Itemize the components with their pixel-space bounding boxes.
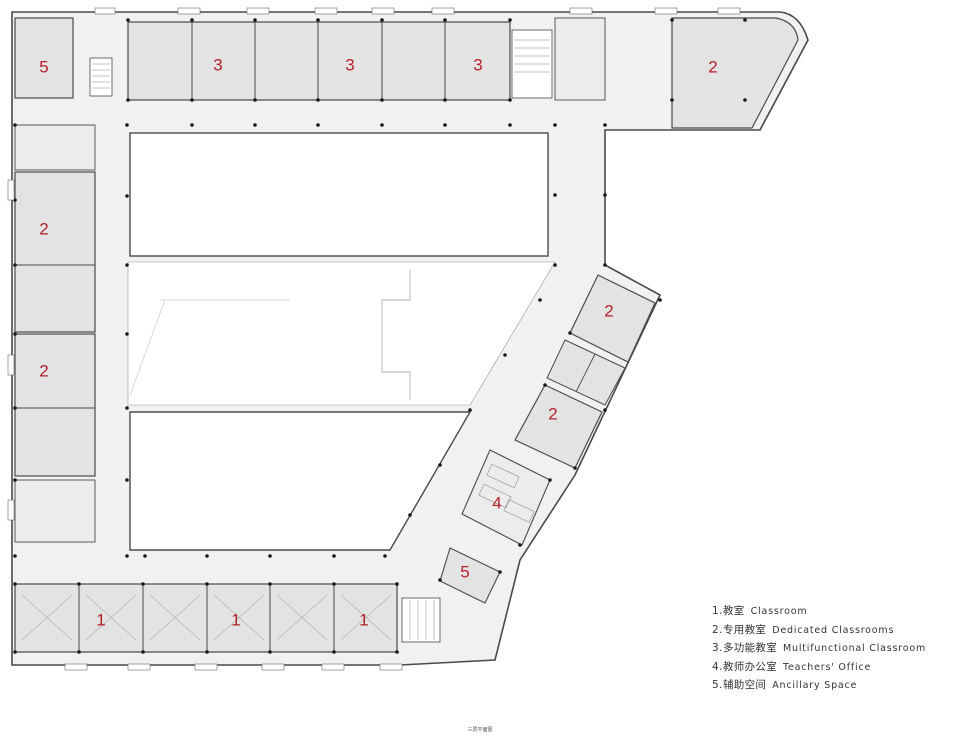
room-label-ne-dedicated: 2 (708, 57, 717, 76)
legend-item: 1.教室 Classroom (712, 602, 957, 621)
room-label-north-3: 3 (473, 55, 482, 74)
room-label-west-2: 2 (39, 361, 48, 380)
room-west-2 (14, 333, 96, 477)
legend-num: 2. (712, 623, 723, 636)
stair-nw-treads (92, 63, 110, 89)
courtyard-north (129, 132, 549, 257)
room-diag-ancillary (439, 547, 501, 604)
room-nw-ancillary (14, 17, 74, 99)
legend-item: 4.教师办公室 Teachers' Office (712, 658, 957, 677)
room-label-diag-ancillary: 5 (460, 562, 469, 581)
room-north-block (127, 21, 511, 101)
plan-caption: 三层平面图 (467, 727, 493, 733)
legend-zh: 教师办公室 (723, 660, 777, 673)
legend-num: 1. (712, 605, 723, 617)
room-diag-1 (569, 274, 656, 363)
toilet-west-lower (14, 479, 96, 543)
room-label-nw-ancillary: 5 (39, 57, 48, 76)
legend-zh: 多功能教室 (723, 642, 777, 654)
room-west-1 (14, 171, 96, 333)
courtyard-middle-step (381, 270, 411, 400)
courtyard-middle (127, 261, 556, 406)
stair-nw (89, 57, 113, 97)
room-north-dividers (191, 22, 446, 100)
room-label-diag-2: 2 (548, 404, 557, 423)
legend: 1.教室 Classroom 2.专用教室 Dedicated Classrooms… (712, 602, 957, 695)
legend-zh: 辅助空间 (723, 679, 767, 691)
toilet-west-upper (14, 124, 96, 171)
room-label-teachers-office: 4 (492, 493, 501, 512)
legend-en: Dedicated Classrooms (772, 624, 895, 636)
room-label-south-2: 1 (231, 610, 240, 629)
legend-item: 2.专用教室 Dedicated Classrooms (712, 621, 957, 640)
courtyard-south (129, 411, 472, 551)
legend-num: 3. (712, 642, 723, 654)
toilet-north (554, 17, 606, 101)
room-south-block (14, 583, 398, 653)
legend-item: 3.多功能教室 Multifunctional Classroom (712, 639, 957, 658)
room-teachers-office (461, 449, 551, 546)
stair-north-treads (514, 39, 550, 73)
legend-en: Classroom (750, 606, 808, 617)
legend-en: Ancillary Space (772, 680, 858, 691)
room-ne-dedicated (671, 17, 799, 129)
room-label-north-2: 3 (345, 55, 354, 74)
room-label-north-1: 3 (213, 55, 222, 74)
room-label-south-3: 1 (359, 610, 368, 629)
column-grid (13, 18, 747, 654)
window-markers (7, 7, 741, 671)
room-south-dividers (78, 584, 335, 652)
legend-item: 5.辅助空间 Ancillary Space (712, 676, 957, 695)
room-label-diag-1: 2 (604, 301, 613, 320)
room-label-south-1: 1 (96, 610, 105, 629)
courtyard-middle-diag (129, 299, 290, 396)
legend-num: 5. (712, 679, 723, 691)
stair-south-treads (409, 600, 435, 640)
room-diag-small-divider (575, 353, 596, 393)
legend-zh: 专用教室 (723, 623, 767, 636)
room-label-west-1: 2 (39, 219, 48, 238)
stair-south (401, 597, 441, 643)
legend-en: Multifunctional Classroom (783, 643, 927, 654)
office-desks (478, 463, 535, 523)
legend-zh: 教室 (723, 605, 745, 617)
legend-en: Teachers' Office (783, 661, 872, 673)
room-south-desks (21, 594, 392, 641)
legend-num: 4. (712, 660, 723, 673)
